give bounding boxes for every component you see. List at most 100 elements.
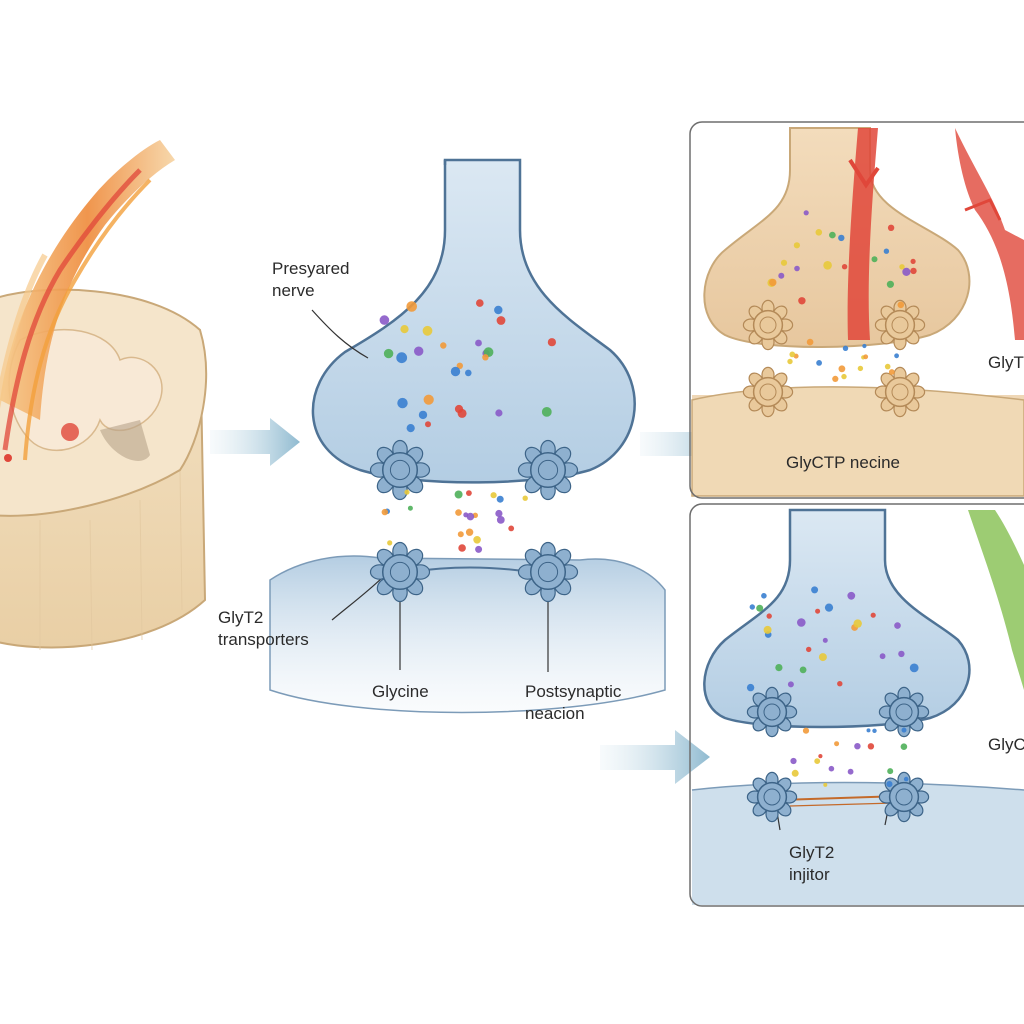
glycine-particle (842, 345, 849, 351)
glycine-particle (866, 728, 871, 733)
glycine-particle (823, 782, 828, 787)
glycine-particle (496, 495, 504, 503)
glycine-particle (475, 545, 483, 553)
glycine-particles (379, 210, 919, 788)
glycine-particle (815, 608, 821, 614)
glycine-particle (458, 544, 466, 552)
glycine-particle (900, 743, 908, 750)
panel-top-illustration (691, 127, 1024, 497)
glycine-particle (909, 663, 919, 673)
glycine-particle (853, 619, 862, 628)
glycine-particle (818, 653, 827, 662)
glycine-particle (886, 781, 893, 788)
flow-arrow-icon (600, 730, 710, 784)
glycine-particle (838, 365, 846, 373)
glycine-particle (766, 613, 772, 619)
glycine-particle (867, 743, 875, 750)
glycine-particle (828, 765, 835, 772)
glycine-particle (857, 365, 864, 372)
transporters-label-line-2: transporters (218, 630, 309, 649)
panel-top-side-text: GlyT (988, 353, 1024, 372)
glycine-particle (863, 354, 869, 360)
glycine-particle (418, 410, 428, 420)
glycine-particle (803, 210, 809, 216)
transporters-label-line-1: GlyT2 (218, 608, 264, 627)
glycine-particle (883, 248, 890, 254)
glycine-particle (884, 363, 891, 370)
transporter-protein-icon (369, 439, 431, 501)
glycine-particle (902, 267, 911, 276)
glycine-particle (822, 637, 828, 643)
glycine-particle (381, 508, 388, 516)
transporter-protein-icon (517, 439, 579, 501)
glycine-particle (454, 490, 463, 499)
panel-bottom-frame (689, 503, 1024, 907)
glycine-particle (406, 424, 415, 433)
glycine-particle (790, 757, 797, 765)
glycine-particle (450, 366, 461, 377)
glycine-particle (797, 618, 806, 627)
glycine-particle (414, 346, 424, 356)
panel-top-caption: GlyCTP necine (786, 452, 900, 474)
glycine-particle (473, 536, 481, 544)
panel-bottom-side-label: GlyC (988, 734, 1024, 756)
glycine-particle (794, 265, 800, 272)
glycine-particle (838, 234, 845, 242)
postsynaptic-membrane (269, 555, 666, 714)
glycine-particle (799, 666, 807, 674)
transporter-protein-icon (746, 771, 798, 823)
glycine-particle (802, 727, 810, 734)
panel-top-caption-text: GlyCTP necine (786, 453, 901, 472)
panel-bottom-caption-line-2: injitor (789, 865, 830, 884)
glycine-particle (407, 505, 413, 511)
glycine-particle (456, 362, 463, 369)
glycine-particle (854, 743, 861, 750)
glycine-particle (466, 512, 475, 521)
glycine-particle (387, 540, 393, 546)
glycine-particle (383, 348, 394, 359)
glycine-particle (841, 373, 847, 380)
glycine-particle (791, 769, 799, 777)
green-nerve-fiber (968, 510, 1024, 690)
transporter-protein-icon (742, 366, 794, 418)
glycine-particle (746, 683, 755, 692)
glycine-particle (457, 531, 464, 538)
glycine-particle (793, 242, 801, 249)
glycine-particle (847, 591, 856, 600)
spinal-cord-illustration (0, 140, 208, 651)
postsynaptic-label-line-1: Postsynaptic (525, 682, 622, 701)
glycine-particle (490, 492, 497, 499)
glycine-particle (894, 622, 901, 629)
glycine-particle (749, 604, 755, 610)
glycine-particle (494, 305, 503, 315)
red-nerve-fiber (955, 128, 1024, 340)
glycine-particle (496, 316, 506, 325)
glycine-particle (397, 397, 408, 409)
glycine-particle (879, 653, 886, 660)
glycine-particle (816, 360, 822, 366)
glycine-particle (887, 768, 894, 775)
glycine-particle (824, 603, 834, 612)
glycine-particle (789, 351, 796, 358)
transporter-protein-icon (874, 366, 926, 418)
glycine-particle (886, 280, 895, 288)
panel-bottom-caption: GlyT2 injitor (789, 842, 834, 886)
transporter-protein-icon (517, 541, 579, 603)
glycine-particle (508, 525, 515, 532)
glycine-particle (422, 325, 433, 336)
central-synapse (269, 158, 666, 714)
glycine-particle (396, 352, 408, 364)
glycine-particle (806, 338, 814, 346)
glycine-particle (775, 664, 783, 672)
transporter-protein-icon (878, 686, 930, 738)
panel-bottom-caption-line-1: GlyT2 (789, 843, 835, 862)
glycine-particle (903, 776, 909, 782)
presynaptic-terminal-bottom (703, 508, 971, 729)
glycine-particle (763, 625, 772, 634)
glycine-particle (811, 586, 819, 594)
transporter-protein-icon (742, 299, 794, 351)
presynaptic-label-line-2: nerve (272, 281, 315, 300)
flow-arrow-icon (210, 418, 300, 466)
glycine-particle (547, 338, 557, 347)
